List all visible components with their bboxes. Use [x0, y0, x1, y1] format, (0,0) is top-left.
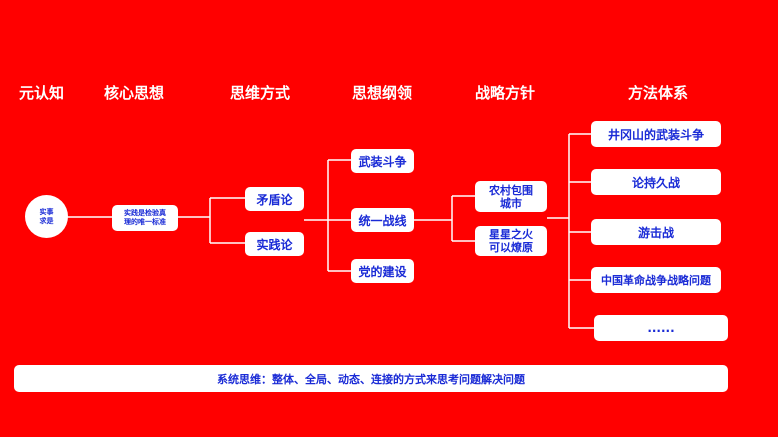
method-node-ellipsis: ...... — [594, 315, 728, 341]
program-node-party-building: 党的建设 — [351, 259, 414, 283]
meta-node-seek-truth: 实事 求是 — [25, 195, 68, 238]
system-thinking-footer: 系统思维：整体、全局、动态、连接的方式来思考问题解决问题 — [14, 365, 728, 392]
strategy-node-single-spark: 星星之火 可以燎原 — [475, 226, 547, 256]
method-node-strategy-problems: 中国革命战争战略问题 — [591, 267, 721, 293]
program-node-united-front: 统一战线 — [351, 208, 414, 232]
program-node-armed-struggle: 武装斗争 — [351, 149, 414, 173]
header-strategy: 战略方针 — [475, 84, 536, 102]
strategy-node-rural-encircle-city: 农村包围 城市 — [475, 181, 547, 212]
method-node-protracted-war: 论持久战 — [591, 169, 721, 195]
header-method-system: 方法体系 — [628, 84, 689, 102]
method-node-guerrilla-war: 游击战 — [591, 219, 721, 245]
header-core-idea: 核心思想 — [104, 84, 165, 102]
header-meta-cognition: 元认知 — [19, 84, 65, 102]
header-thinking-mode: 思维方式 — [230, 84, 291, 102]
method-node-jinggangshan: 井冈山的武装斗争 — [591, 121, 721, 147]
core-node: 实践是检验真 理的唯一标准 — [112, 205, 178, 231]
header-program: 思想纲领 — [352, 84, 413, 102]
thinking-node-practice: 实践论 — [245, 232, 304, 256]
thinking-node-contradiction: 矛盾论 — [245, 187, 304, 211]
